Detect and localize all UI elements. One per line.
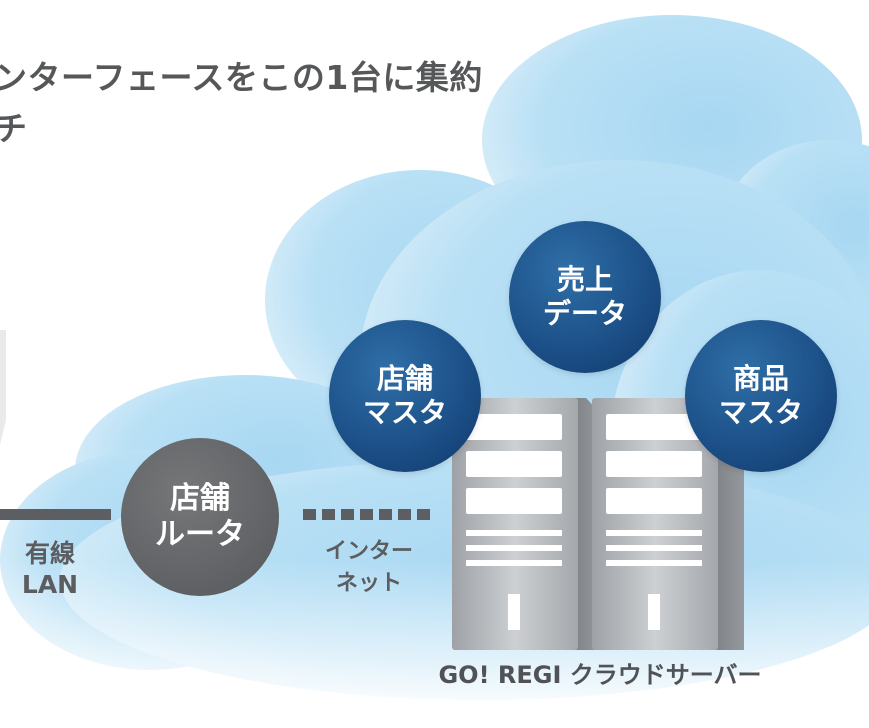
store-master-label-line2: マスタ — [362, 396, 447, 429]
product-master-label-line2: マスタ — [718, 396, 803, 429]
sales-data-label-line2: データ — [542, 297, 627, 330]
sales-data-node: 売上 データ — [509, 221, 661, 373]
internet-dotted-line — [303, 509, 430, 520]
store-router-label-line1: 店舗 — [170, 481, 230, 516]
headline-line-1: ンターフェースをこの1台に集約 — [0, 58, 483, 97]
product-master-node: 商品 マスタ — [685, 320, 837, 472]
store-master-node: 店舗 マスタ — [329, 320, 481, 472]
wired-lan-caption: 有線 LAN — [0, 538, 100, 600]
store-router-node: 店舗 ルータ — [121, 438, 279, 596]
terminal-device — [0, 330, 6, 445]
sales-data-label-line1: 売上 — [556, 263, 613, 296]
internet-caption-line2: ネット — [335, 571, 402, 596]
internet-caption: インター ネット — [300, 536, 438, 600]
internet-caption-line1: インター — [324, 539, 413, 564]
headline-line-2: チ — [0, 109, 28, 148]
product-master-label-line1: 商品 — [732, 362, 789, 395]
wired-lan-caption-line1: 有線 — [24, 539, 75, 568]
store-master-label-line1: 店舗 — [376, 362, 433, 395]
wired-lan-line — [0, 509, 111, 520]
server-unit-1 — [452, 398, 600, 650]
cloud-server-caption: GO! REGI クラウドサーバー — [438, 661, 762, 689]
store-router-label-line2: ルータ — [155, 517, 245, 552]
wired-lan-caption-line2: LAN — [21, 570, 79, 599]
